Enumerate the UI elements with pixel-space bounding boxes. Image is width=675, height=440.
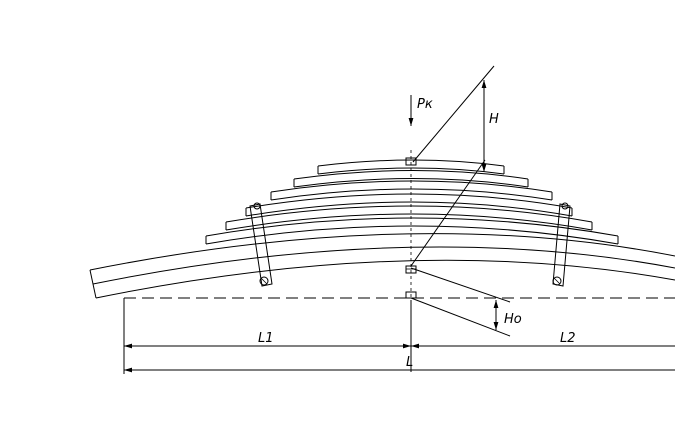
- leaf-arc: [205, 225, 619, 245]
- leaf-arc: [95, 259, 675, 299]
- length-right-label: L2: [560, 331, 576, 346]
- left-clamp: [249, 202, 273, 287]
- construction-line-middle: [410, 159, 486, 267]
- length-total-label: L: [406, 355, 413, 370]
- leaf-arc: [245, 201, 573, 217]
- leaf-arc: [245, 193, 573, 209]
- leaf-arc: [225, 205, 593, 223]
- leaf-arc: [270, 180, 553, 193]
- construction-line-lower-b: [410, 297, 511, 337]
- leaf-arc: [293, 170, 529, 180]
- leaf-arc: [270, 188, 553, 201]
- leaf-arc: [92, 246, 675, 285]
- leaf-arc: [293, 178, 529, 188]
- height-free-label: Ho: [504, 312, 522, 327]
- construction-line-upper: [412, 65, 495, 163]
- force-label: Pк: [417, 97, 433, 112]
- leaf-arc: [225, 213, 593, 231]
- spring-leaves: [89, 159, 675, 299]
- leaf-arc: [89, 233, 675, 271]
- right-clamp: [552, 202, 571, 287]
- construction-line-lower-a: [410, 267, 511, 303]
- leaf-arc: [205, 217, 619, 237]
- length-left-label: L1: [258, 331, 274, 346]
- height-loaded-label: H: [489, 112, 499, 127]
